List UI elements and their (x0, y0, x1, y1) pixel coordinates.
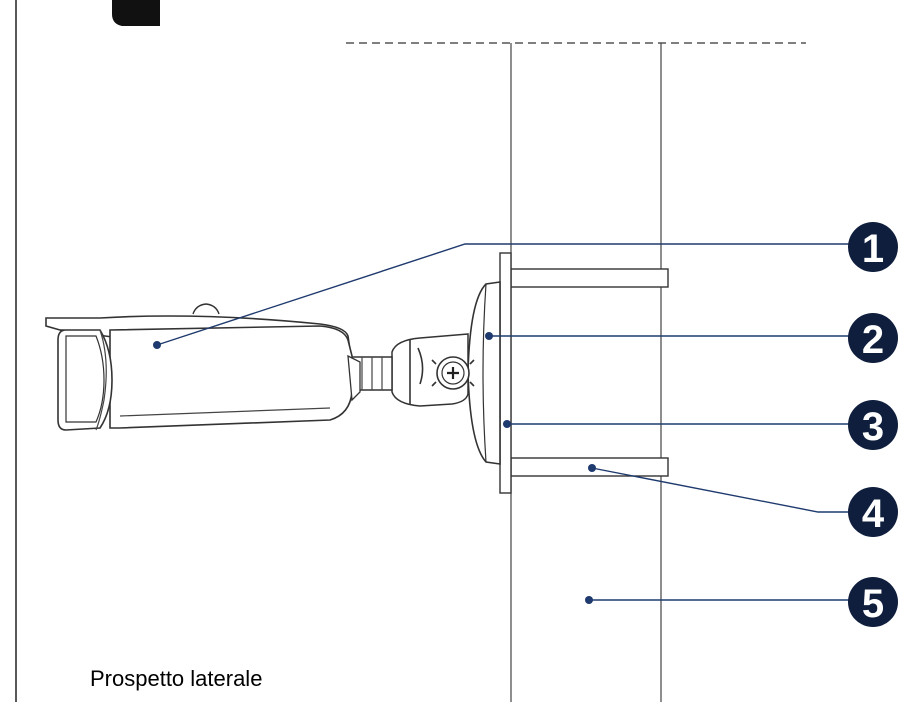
swivel-joint (431, 356, 475, 390)
leader-lines (156, 243, 857, 601)
callout-2-number: 2 (862, 318, 884, 362)
leader-line-1 (156, 243, 857, 346)
bullet-camera (45, 303, 361, 431)
callout-3: 3 (848, 400, 898, 450)
callout-1: 1 (848, 222, 898, 272)
adapter-plate (499, 252, 512, 494)
callout-4: 4 (848, 487, 898, 537)
callout-4-number: 4 (862, 492, 885, 536)
steel-straps (510, 268, 669, 477)
callout-1-number: 1 (862, 227, 884, 271)
callout-3-number: 3 (862, 405, 884, 449)
leader-line-4 (591, 467, 857, 513)
callout-2: 2 (848, 313, 898, 363)
leader-dots (153, 332, 596, 604)
callout-5-number: 5 (862, 582, 884, 626)
pole (510, 43, 662, 702)
callout-5: 5 (848, 577, 898, 627)
cropped-heading-fragment (112, 0, 160, 26)
diagram-caption: Prospetto laterale (90, 666, 263, 691)
mount-bracket (467, 281, 501, 465)
